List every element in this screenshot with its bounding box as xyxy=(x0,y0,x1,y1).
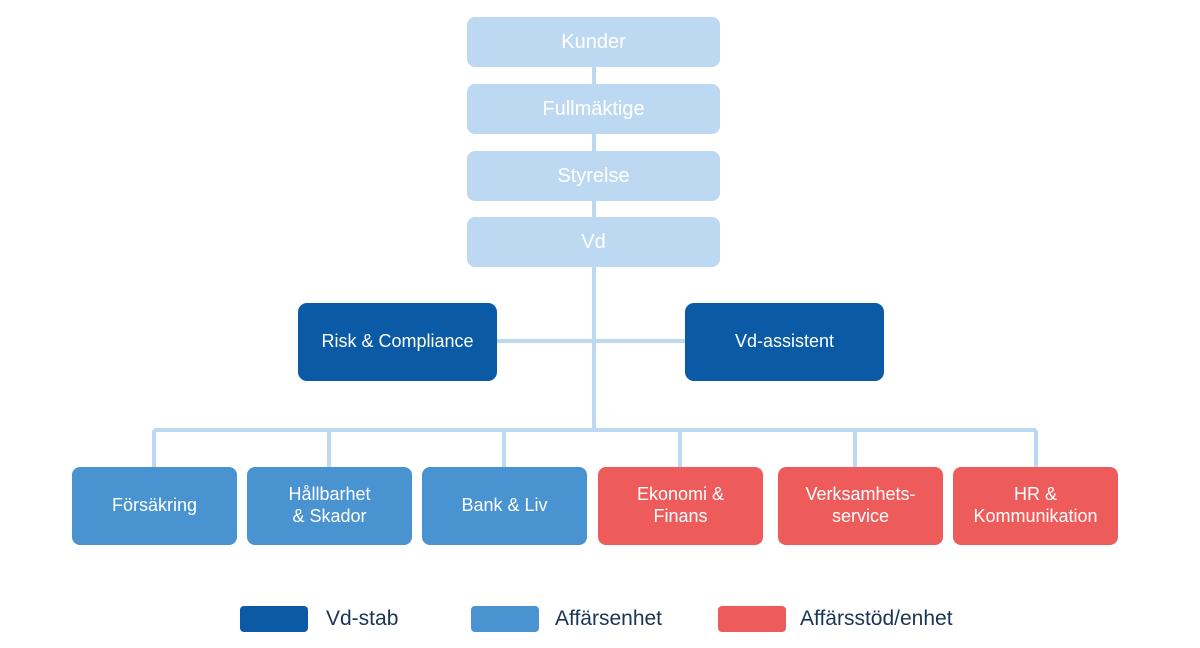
legend-swatch-vd-stab xyxy=(240,606,308,632)
node-verksamhetsservice: Verksamhets- service xyxy=(778,467,943,545)
node-vd-label: Vd xyxy=(581,231,606,253)
node-hr-label-line1: HR & xyxy=(1013,484,1057,505)
legend-label-affarsenhet: Affärsenhet xyxy=(555,607,663,630)
node-kunder: Kunder xyxy=(467,17,720,67)
node-hallbarhet-skador: Hållbarhet & Skador xyxy=(247,467,412,545)
node-verksamhet-label-line1: Verksamhets- xyxy=(805,484,916,505)
legend-label-affarsstod: Affärsstöd/enhet xyxy=(800,607,953,630)
node-ekonomi-label-line2: Finans xyxy=(653,506,708,526)
node-hr-kommunikation: HR & Kommunikation xyxy=(953,467,1118,545)
node-forsakring: Försäkring xyxy=(72,467,237,545)
node-fullmaktige-label: Fullmäktige xyxy=(542,98,645,120)
node-vd: Vd xyxy=(467,217,720,267)
node-hallbarhet-label-line1: Hållbarhet xyxy=(288,484,371,505)
node-hr-label-line2: Kommunikation xyxy=(973,506,1098,526)
node-ekonomi-finans: Ekonomi & Finans xyxy=(598,467,763,545)
node-forsakring-label: Försäkring xyxy=(111,495,198,516)
node-styrelse-label: Styrelse xyxy=(557,165,630,187)
node-risk-compliance-label: Risk & Compliance xyxy=(321,331,474,352)
node-fullmaktige: Fullmäktige xyxy=(467,84,720,134)
node-verksamhet-label-line2: service xyxy=(831,506,889,526)
node-vd-assistent-label: Vd-assistent xyxy=(734,331,835,352)
node-styrelse: Styrelse xyxy=(467,151,720,201)
node-risk-compliance: Risk & Compliance xyxy=(298,303,497,381)
legend-swatch-affarsenhet xyxy=(471,606,539,632)
legend-swatch-affarsstod xyxy=(718,606,786,632)
node-kunder-label: Kunder xyxy=(561,31,626,53)
node-hallbarhet-label-line2: & Skador xyxy=(292,506,367,526)
node-vd-assistent: Vd-assistent xyxy=(685,303,884,381)
node-ekonomi-label-line1: Ekonomi & xyxy=(636,484,725,505)
node-bank-liv: Bank & Liv xyxy=(422,467,587,545)
legend-label-vd-stab: Vd-stab xyxy=(326,607,399,630)
node-bank-liv-label: Bank & Liv xyxy=(461,495,548,516)
